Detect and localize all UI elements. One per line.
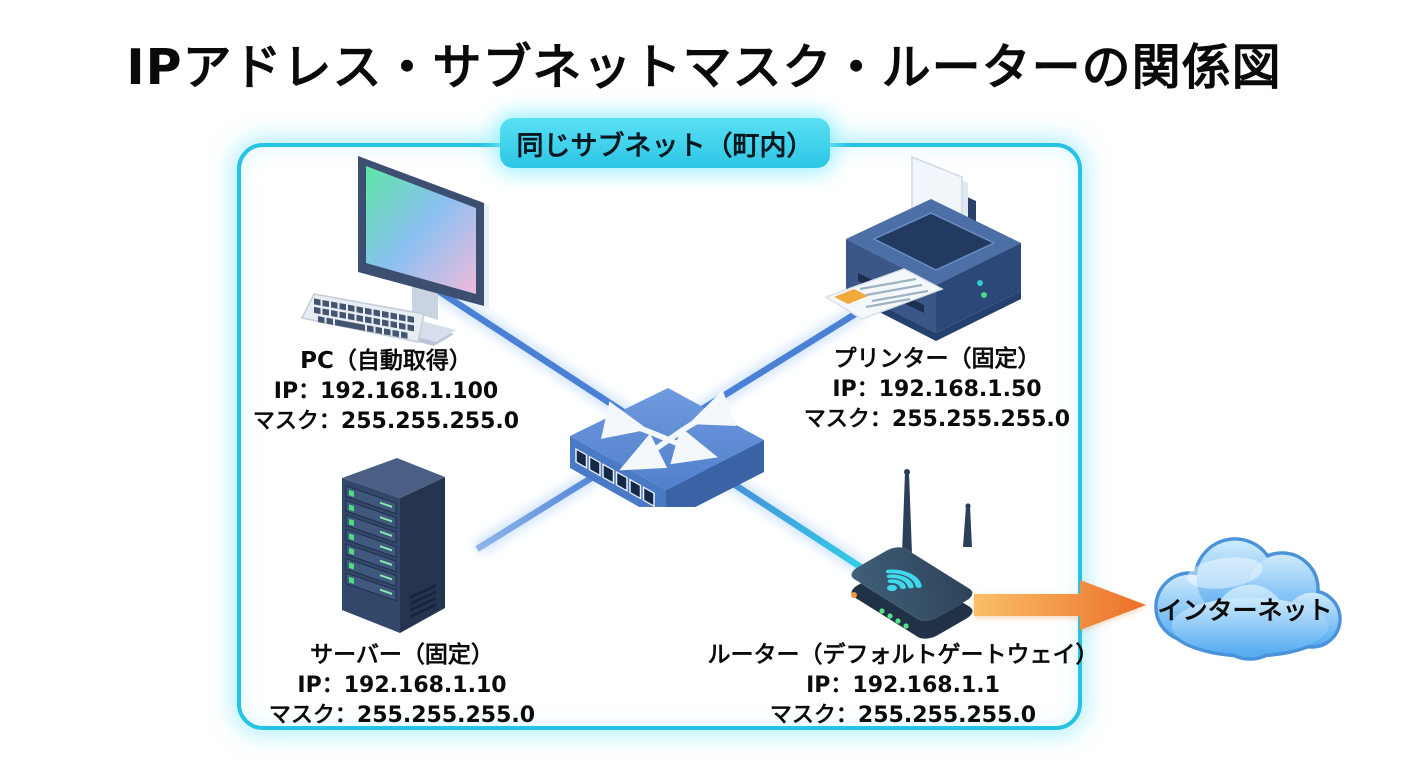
router-power-led	[851, 592, 857, 598]
subnet-label-badge: 同じサブネット（町内）	[500, 118, 830, 168]
router-ip: IP：192.168.1.1	[806, 673, 1000, 698]
printer-ip: IP：192.168.1.50	[832, 377, 1042, 402]
printer-mask: マスク：255.255.255.0	[803, 407, 1071, 432]
wifi-icon	[885, 569, 922, 592]
server-tower-icon	[342, 458, 445, 633]
router-name: ルーター（デフォルトゲートウェイ）	[707, 642, 1099, 668]
router-antennas	[902, 469, 972, 554]
internet-label: インターネット	[1157, 596, 1333, 625]
server-ip: IP：192.168.1.10	[297, 673, 507, 698]
pc-label: PC（自動取得） IP：192.168.1.100 マスク：255.255.25…	[230, 346, 542, 437]
server-leds	[349, 489, 354, 585]
pc-name: PC（自動取得）	[300, 348, 472, 374]
desktop-pc-icon	[300, 156, 489, 346]
pc-mask: マスク：255.255.255.0	[252, 409, 520, 434]
printer-label: プリンター（固定） IP：192.168.1.50 マスク：255.255.25…	[782, 344, 1092, 435]
wifi-router-icon	[850, 469, 973, 639]
page-text-lines	[859, 277, 929, 309]
printer-icon	[824, 155, 1021, 341]
router-mask: マスク：255.255.255.0	[769, 703, 1037, 728]
router-label: ルーター（デフォルトゲートウェイ） IP：192.168.1.1 マスク：255…	[688, 640, 1118, 731]
server-vents	[410, 583, 436, 619]
server-label: サーバー（固定） IP：192.168.1.10 マスク：255.255.255…	[246, 640, 558, 731]
page-title: IPアドレス・サブネットマスク・ルーターの関係図	[126, 39, 1282, 96]
printer-name: プリンター（固定）	[833, 346, 1041, 372]
router-leds	[879, 608, 909, 629]
pc-ip: IP：192.168.1.100	[273, 379, 499, 404]
cloud-icon	[1154, 537, 1342, 661]
subnet-label: 同じサブネット（町内）	[516, 130, 814, 162]
switch-icon	[570, 388, 764, 507]
server-name: サーバー（固定）	[310, 642, 494, 668]
internet-arrow	[974, 577, 1154, 637]
keyboard-keys	[314, 298, 414, 339]
server-rack-slots	[345, 485, 397, 602]
server-mask: マスク：255.255.255.0	[268, 703, 536, 728]
